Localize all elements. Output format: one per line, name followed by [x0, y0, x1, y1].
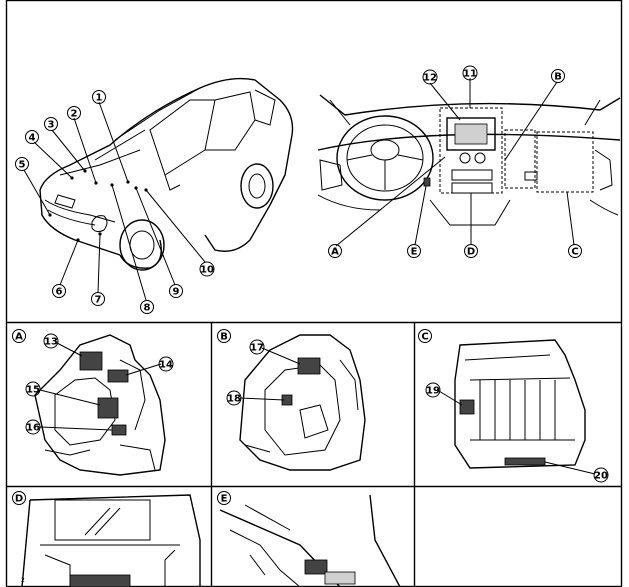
vehicle-callouts: 1 2 3 4 5 6 7 8 9 10 — [15, 90, 215, 314]
callout-17: 17 — [249, 339, 265, 355]
svg-text:C: C — [421, 332, 428, 343]
callout-9: 9 — [169, 284, 183, 298]
callout-10: 10 — [199, 261, 215, 277]
callout-B: B — [551, 69, 565, 83]
svg-text:E: E — [221, 494, 228, 505]
svg-text:4: 4 — [29, 133, 36, 144]
svg-text:9: 9 — [173, 287, 180, 298]
svg-text:8: 8 — [144, 303, 151, 314]
svg-text:1: 1 — [96, 93, 103, 104]
panel-b: B 17 18 — [217, 329, 366, 471]
panel-d-label: D — [12, 491, 26, 505]
svg-text:17: 17 — [250, 343, 264, 354]
svg-text:14: 14 — [159, 360, 173, 371]
callout-12: 12 — [422, 69, 438, 85]
svg-text:10: 10 — [200, 265, 214, 276]
callout-15: 15 — [25, 381, 41, 397]
svg-text:16: 16 — [26, 423, 40, 434]
svg-text:B: B — [220, 332, 228, 343]
callout-3: 3 — [44, 117, 58, 131]
svg-text:E: E — [411, 247, 418, 258]
callout-2: 2 — [67, 106, 81, 120]
svg-text:D: D — [467, 247, 475, 258]
panel-d: D 2 — [12, 491, 201, 587]
callout-6: 6 — [52, 284, 66, 298]
svg-text:5: 5 — [19, 160, 26, 171]
dashboard-view — [317, 78, 621, 247]
callout-13: 13 — [43, 333, 59, 349]
svg-text:B: B — [554, 72, 562, 83]
callout-1: 1 — [92, 90, 106, 104]
svg-text:15: 15 — [26, 385, 40, 396]
svg-text:13: 13 — [44, 337, 58, 348]
callout-C: C — [568, 244, 582, 258]
svg-text:A: A — [331, 247, 339, 258]
callout-19: 19 — [425, 382, 441, 398]
callout-D: D — [464, 244, 478, 258]
panel-a-label: A — [12, 329, 26, 343]
svg-text:D: D — [15, 494, 23, 505]
panel-c: C 19 20 — [418, 329, 609, 483]
vehicle-overview — [23, 77, 294, 301]
svg-text:19: 19 — [426, 386, 440, 397]
svg-text:20: 20 — [594, 471, 608, 482]
callout-8: 8 — [140, 300, 154, 314]
panel-b-label: B — [217, 329, 231, 343]
panel-e: E — [217, 491, 401, 587]
panel-a: A 13 14 15 16 — [12, 329, 174, 476]
callout-5: 5 — [15, 157, 29, 171]
svg-text:18: 18 — [227, 394, 241, 405]
callout-E: E — [407, 244, 421, 258]
callout-18: 18 — [226, 390, 242, 406]
svg-text:2: 2 — [71, 109, 78, 120]
svg-text:12: 12 — [423, 73, 437, 84]
svg-text:A: A — [15, 332, 23, 343]
panel-d-tiny-mark: 2 — [21, 577, 25, 584]
callout-4: 4 — [25, 130, 39, 144]
svg-text:11: 11 — [463, 69, 477, 80]
callout-7: 7 — [91, 292, 105, 306]
svg-text:3: 3 — [48, 120, 55, 131]
callout-16: 16 — [25, 419, 41, 435]
callout-20: 20 — [593, 467, 609, 483]
panel-e-label: E — [217, 491, 231, 505]
svg-text:6: 6 — [56, 287, 63, 298]
svg-text:7: 7 — [95, 295, 102, 306]
dashboard-callouts: 11 12 B A E D C — [328, 65, 582, 258]
callout-11: 11 — [462, 65, 478, 81]
callout-A: A — [328, 244, 342, 258]
svg-text:C: C — [571, 247, 578, 258]
panel-c-label: C — [418, 329, 432, 343]
callout-14: 14 — [158, 356, 174, 372]
